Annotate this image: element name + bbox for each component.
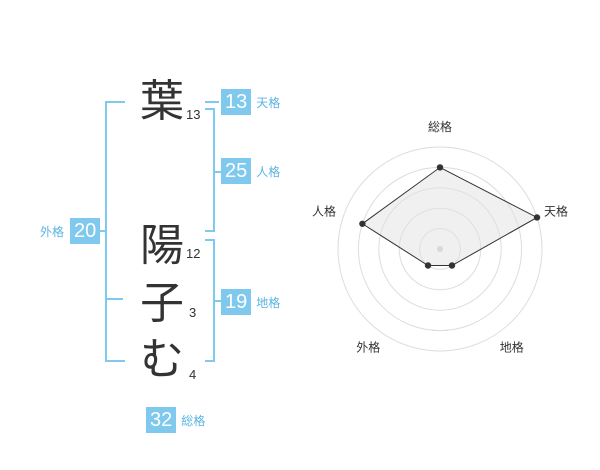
jinkaku-value: 25 bbox=[221, 158, 252, 184]
gaikaku-bracket bbox=[105, 101, 125, 362]
soukaku-value: 32 bbox=[146, 407, 177, 433]
name-char-2: 陽 bbox=[140, 220, 184, 271]
tenkaku-value: 13 bbox=[221, 89, 252, 115]
radar-point-1 bbox=[436, 164, 444, 171]
chikaku-bracket-tick bbox=[215, 300, 221, 302]
soukaku-label: 総格 bbox=[181, 413, 206, 428]
stroke-count-2: 12 bbox=[186, 246, 201, 261]
stroke-count-3: 3 bbox=[189, 305, 197, 320]
chikaku-value: 19 bbox=[221, 289, 252, 315]
gaikaku-value: 20 bbox=[70, 218, 101, 244]
tenkaku-badge: 13 天格 bbox=[221, 89, 280, 115]
chikaku-bracket bbox=[205, 239, 215, 362]
soukaku-badge: 32 総格 bbox=[146, 407, 205, 433]
stroke-count-1: 13 bbox=[186, 107, 201, 122]
radar-axis-label-3: 地格 bbox=[500, 340, 524, 355]
radar-point-2 bbox=[533, 214, 541, 221]
radar-axis-label-5: 人格 bbox=[312, 203, 336, 218]
radar-point-5 bbox=[359, 220, 366, 227]
chikaku-badge: 19 地格 bbox=[221, 289, 280, 315]
chikaku-label: 地格 bbox=[256, 295, 281, 310]
name-char-4: む bbox=[140, 334, 184, 385]
gaikaku-bracket-mid bbox=[105, 298, 123, 300]
gaikaku-label: 外格 bbox=[40, 224, 65, 239]
radar-axis-label-4: 外格 bbox=[356, 340, 380, 355]
jinkaku-badge: 25 人格 bbox=[221, 158, 280, 184]
radar-axis-label-2: 天格 bbox=[544, 203, 568, 218]
stroke-count-4: 4 bbox=[189, 367, 197, 382]
gaikaku-bracket-tick bbox=[97, 230, 105, 232]
name-char-3: 子 bbox=[140, 278, 184, 329]
radar-axis-label-1: 総格 bbox=[428, 119, 452, 134]
jinkaku-label: 人格 bbox=[256, 164, 281, 179]
gaikaku-badge: 20 外格 bbox=[40, 218, 101, 244]
jinkaku-bracket bbox=[205, 108, 215, 232]
name-char-1: 葉 bbox=[140, 76, 184, 127]
radar-ring-5 bbox=[337, 146, 543, 352]
tenkaku-label: 天格 bbox=[256, 95, 281, 110]
radar-point-4 bbox=[424, 262, 432, 269]
tenkaku-bracket bbox=[205, 101, 219, 103]
radar-polygon bbox=[361, 166, 539, 267]
jinkaku-bracket-tick bbox=[215, 171, 221, 173]
radar-point-3 bbox=[448, 262, 456, 269]
